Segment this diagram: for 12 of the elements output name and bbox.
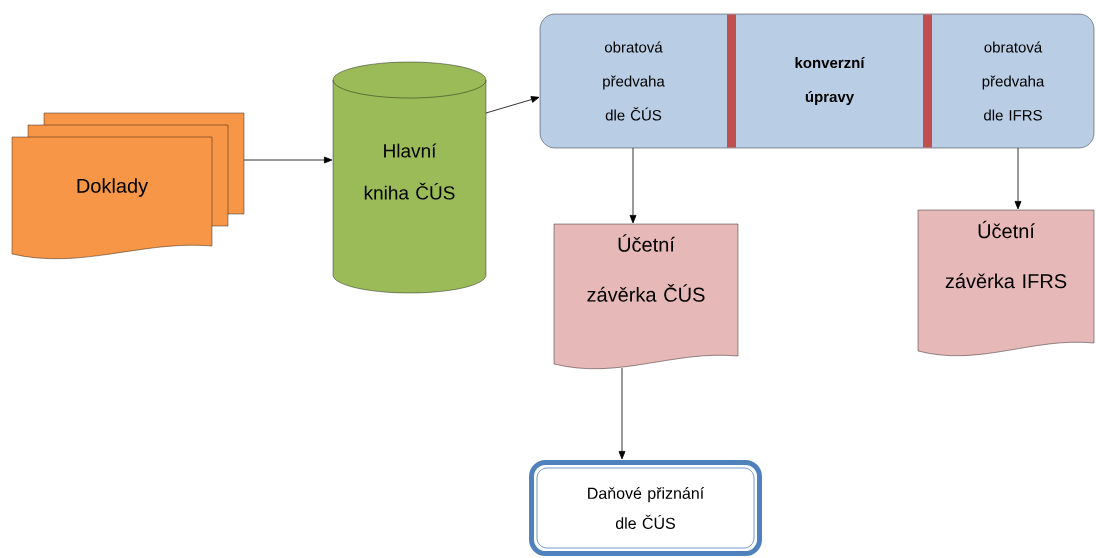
arrow bbox=[1014, 147, 1022, 210]
arrow bbox=[485, 96, 540, 114]
section-text: konverzní úpravy bbox=[795, 56, 865, 106]
section-text: obratová předvaha dle IFRS bbox=[982, 41, 1045, 121]
arrow bbox=[243, 156, 333, 164]
process-band bbox=[539, 13, 1095, 149]
database-cylinder: Hlavní kniha ČÚS bbox=[332, 61, 487, 294]
document-stack: Doklady bbox=[11, 112, 245, 259]
rounded-box: Daňové přiznání dle ČÚS bbox=[529, 460, 762, 556]
section-text: obratová předvaha dle ČÚS bbox=[603, 41, 665, 121]
arrow bbox=[629, 147, 637, 224]
arrow bbox=[618, 367, 626, 460]
